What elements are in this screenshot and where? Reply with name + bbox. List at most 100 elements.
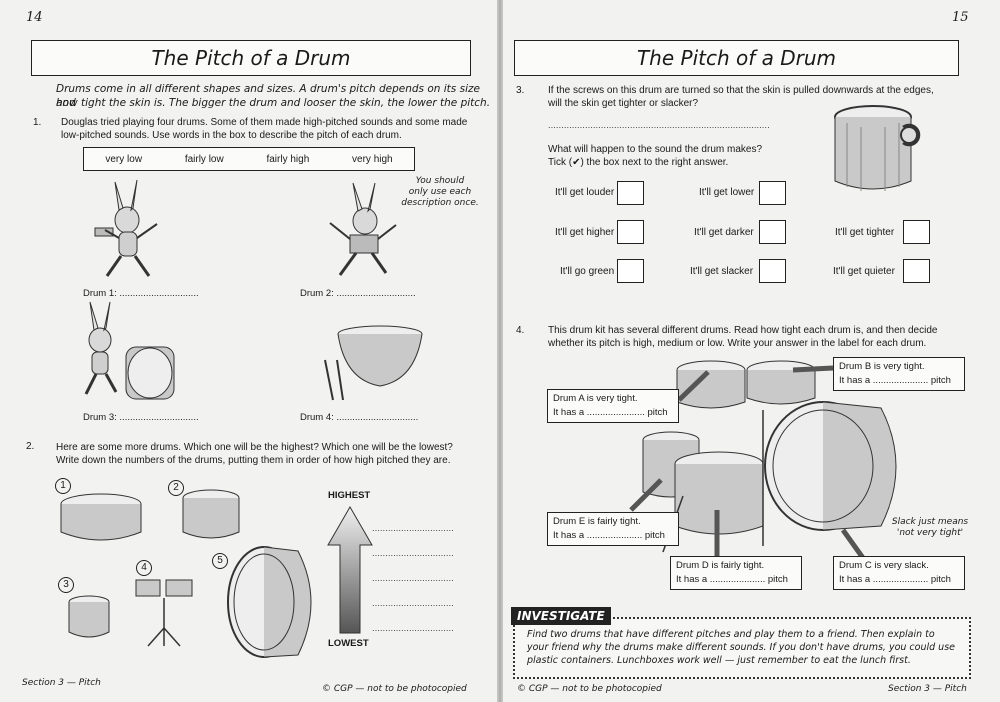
slack-note: Slack just means 'not very tight' <box>885 517 975 539</box>
word-box: very low fairly low fairly high very hig… <box>83 147 415 171</box>
rank-answer-line[interactable]: ............................... <box>372 623 454 634</box>
slack-note-line: 'not very tight' <box>896 528 964 538</box>
drum-number-badge: 4 <box>136 560 152 576</box>
page-title-box: The Pitch of a Drum <box>514 40 959 76</box>
option-label: It'll get darker <box>694 227 754 238</box>
slack-note-line: Slack just means <box>891 517 969 527</box>
page-number: 14 <box>26 10 43 25</box>
timpani-illustration <box>324 325 423 401</box>
rank-answer-line[interactable]: ............................... <box>372 598 454 609</box>
lowest-label: LOWEST <box>328 638 369 649</box>
drum-b-pitch-answer[interactable]: It has a ..................... pitch <box>839 375 951 386</box>
question-1-line-2: low-pitched sounds. Use words in the box… <box>61 130 402 141</box>
question-1-line-1: Douglas tried playing four drums. Some o… <box>61 117 468 128</box>
rabbit-drummer-illustration <box>329 182 397 276</box>
intro-line-2: how tight the skin is. The bigger the dr… <box>56 97 491 109</box>
option-label: It'll get louder <box>555 187 615 198</box>
tick-box-higher[interactable] <box>617 220 644 244</box>
question-3-answer-line[interactable]: ........................................… <box>548 120 770 131</box>
tick-box-slacker[interactable] <box>759 259 786 283</box>
tick-box-quieter[interactable] <box>903 259 930 283</box>
hint-line: You should <box>415 176 465 186</box>
page-title: The Pitch of a Drum <box>636 46 837 70</box>
question-number: 1. <box>33 117 42 128</box>
handwritten-hint: You should only use each description onc… <box>395 176 485 209</box>
drum-kit-illustration <box>642 360 897 553</box>
rank-answer-line[interactable]: ............................... <box>372 573 454 584</box>
question-number: 2. <box>26 441 35 452</box>
drum-number-badge: 2 <box>168 480 184 496</box>
right-page: 15 The Pitch of a Drum 3. If the screws … <box>503 0 1000 702</box>
page-title-box: The Pitch of a Drum <box>31 40 471 76</box>
option-label: It'll go green <box>560 266 615 277</box>
pitch-arrow <box>327 506 373 634</box>
drum-e-pitch-answer[interactable]: It has a ..................... pitch <box>553 530 665 541</box>
small-drum-3-illustration <box>68 595 110 638</box>
footer-copyright: © CGP — not to be photocopied <box>517 684 662 694</box>
drum-e-tightness: Drum E is fairly tight. <box>553 516 641 527</box>
page-number: 15 <box>952 10 969 25</box>
intro-line-1: Drums come in all different shapes and s… <box>56 83 480 109</box>
drum-number-badge: 3 <box>58 577 74 593</box>
question-3b-line-2: Tick (✔) the box next to the right answe… <box>548 157 729 168</box>
drum-b-label: Drum B is very tight. It has a .........… <box>833 357 965 391</box>
highest-label: HIGHEST <box>328 490 371 501</box>
word-option: very low <box>105 153 143 165</box>
drum-a-tightness: Drum A is very tight. <box>553 393 638 404</box>
drum-d-tightness: Drum D is fairly tight. <box>676 560 765 571</box>
investigate-line: your friend why the drums make different… <box>527 642 955 653</box>
left-page: 14 The Pitch of a Drum Drums come in all… <box>0 0 497 702</box>
question-number: 4. <box>516 325 525 336</box>
drum-4-answer[interactable]: Drum 4: ............................... <box>300 412 419 423</box>
drum-2-answer[interactable]: Drum 2: .............................. <box>300 288 416 299</box>
drum-e-label: Drum E is fairly tight. It has a .......… <box>547 512 679 546</box>
question-3-line-1: If the screws on this drum are turned so… <box>548 85 934 96</box>
question-number: 3. <box>516 85 525 96</box>
tick-box-lower[interactable] <box>759 181 786 205</box>
page-title: The Pitch of a Drum <box>151 46 351 70</box>
question-3-line-2: will the skin get tighter or slacker? <box>548 98 699 109</box>
drum-1-answer[interactable]: Drum 1: .............................. <box>83 288 199 299</box>
investigate-box <box>513 617 971 679</box>
option-label: It'll get slacker <box>690 266 754 277</box>
investigate-line: plastic containers. Lunchboxes work well… <box>527 655 911 666</box>
drum-number-badge: 5 <box>212 553 228 569</box>
question-2-line-1: Here are some more drums. Which one will… <box>56 442 453 453</box>
drum-a-pitch-answer[interactable]: It has a ...................... pitch <box>553 407 668 418</box>
option-label: It'll get tighter <box>835 227 895 238</box>
investigate-tag: INVESTIGATE <box>511 607 611 625</box>
drum-3-answer[interactable]: Drum 3: .............................. <box>83 412 199 423</box>
drum-c-pitch-answer[interactable]: It has a ..................... pitch <box>839 574 951 585</box>
question-4-line-2: whether its pitch is high, medium or low… <box>548 338 927 349</box>
option-label: It'll get quieter <box>833 266 895 277</box>
hint-line: only use each <box>408 187 472 197</box>
drum-d-pitch-answer[interactable]: It has a ..................... pitch <box>676 574 788 585</box>
tick-box-darker[interactable] <box>759 220 786 244</box>
tick-box-louder[interactable] <box>617 181 644 205</box>
drum-with-screws-illustration <box>834 105 921 191</box>
bongo-drums-4-illustration <box>135 579 193 647</box>
tick-box-green[interactable] <box>617 259 644 283</box>
drum-a-label: Drum A is very tight. It has a .........… <box>547 389 679 423</box>
option-label: It'll get lower <box>699 187 755 198</box>
tom-drum-2-illustration <box>182 489 240 539</box>
tick-box-tighter[interactable] <box>903 220 930 244</box>
rabbit-with-bass-drum-illustration <box>84 301 175 400</box>
question-3b-line-1: What will happen to the sound the drum m… <box>548 144 763 155</box>
rabbit-drummer-illustration <box>94 179 158 277</box>
drum-c-tightness: Drum C is very slack. <box>839 560 929 571</box>
drum-c-label: Drum C is very slack. It has a .........… <box>833 556 965 590</box>
investigate-line: Find two drums that have different pitch… <box>527 629 935 640</box>
drum-d-label: Drum D is fairly tight. It has a .......… <box>670 556 802 590</box>
drum-b-tightness: Drum B is very tight. <box>839 361 925 372</box>
footer-section: Section 3 — Pitch <box>888 684 967 694</box>
question-2-line-2: Write down the numbers of the drums, put… <box>56 455 451 466</box>
footer-section: Section 3 — Pitch <box>22 678 101 688</box>
rank-answer-line[interactable]: ............................... <box>372 548 454 559</box>
rank-answer-line[interactable]: ............................... <box>372 523 454 534</box>
drum-number-badge: 1 <box>55 478 71 494</box>
callout-arrows <box>629 365 866 560</box>
question-4-line-1: This drum kit has several different drum… <box>548 325 938 336</box>
word-option: fairly high <box>266 153 310 165</box>
option-label: It'll get higher <box>555 227 615 238</box>
